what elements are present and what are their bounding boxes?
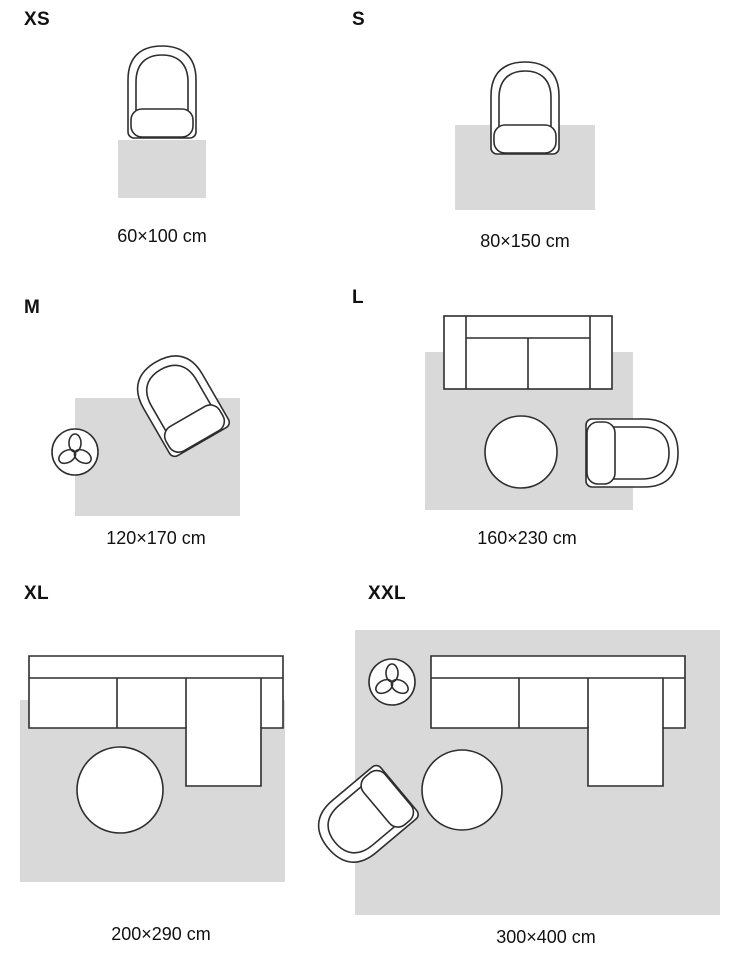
diagram-xl (20, 655, 285, 882)
diagram-s (455, 61, 595, 210)
plant-icon (51, 428, 99, 476)
size-label-l: L (352, 287, 364, 308)
size-label-xs: XS (24, 9, 50, 30)
sofa-icon (443, 315, 613, 390)
armchair-icon (490, 61, 560, 155)
diagram-xxl (305, 630, 720, 915)
dimension-label-s: 80×150 cm (480, 231, 570, 251)
size-label-xl: XL (24, 583, 49, 604)
diagram-l (425, 315, 679, 510)
rug-outline (118, 140, 206, 198)
size-label-m: M (24, 297, 41, 318)
dimension-label-xs: 60×100 cm (117, 226, 207, 246)
coffee-table-icon (76, 746, 164, 834)
size-label-xxl: XXL (368, 583, 406, 604)
dimension-label-l: 160×230 cm (477, 528, 577, 548)
size-label-s: S (352, 9, 365, 30)
coffee-table-icon (484, 415, 558, 489)
diagram-xs (118, 45, 206, 198)
dimension-label-m: 120×170 cm (106, 528, 206, 548)
coffee-table-icon (421, 749, 503, 831)
plant-icon (368, 658, 416, 706)
armchair-icon (127, 45, 197, 139)
dimension-label-xxl: 300×400 cm (496, 927, 596, 947)
armchair-icon (585, 418, 679, 488)
diagram-m (51, 344, 240, 516)
dimension-label-xl: 200×290 cm (111, 924, 211, 944)
